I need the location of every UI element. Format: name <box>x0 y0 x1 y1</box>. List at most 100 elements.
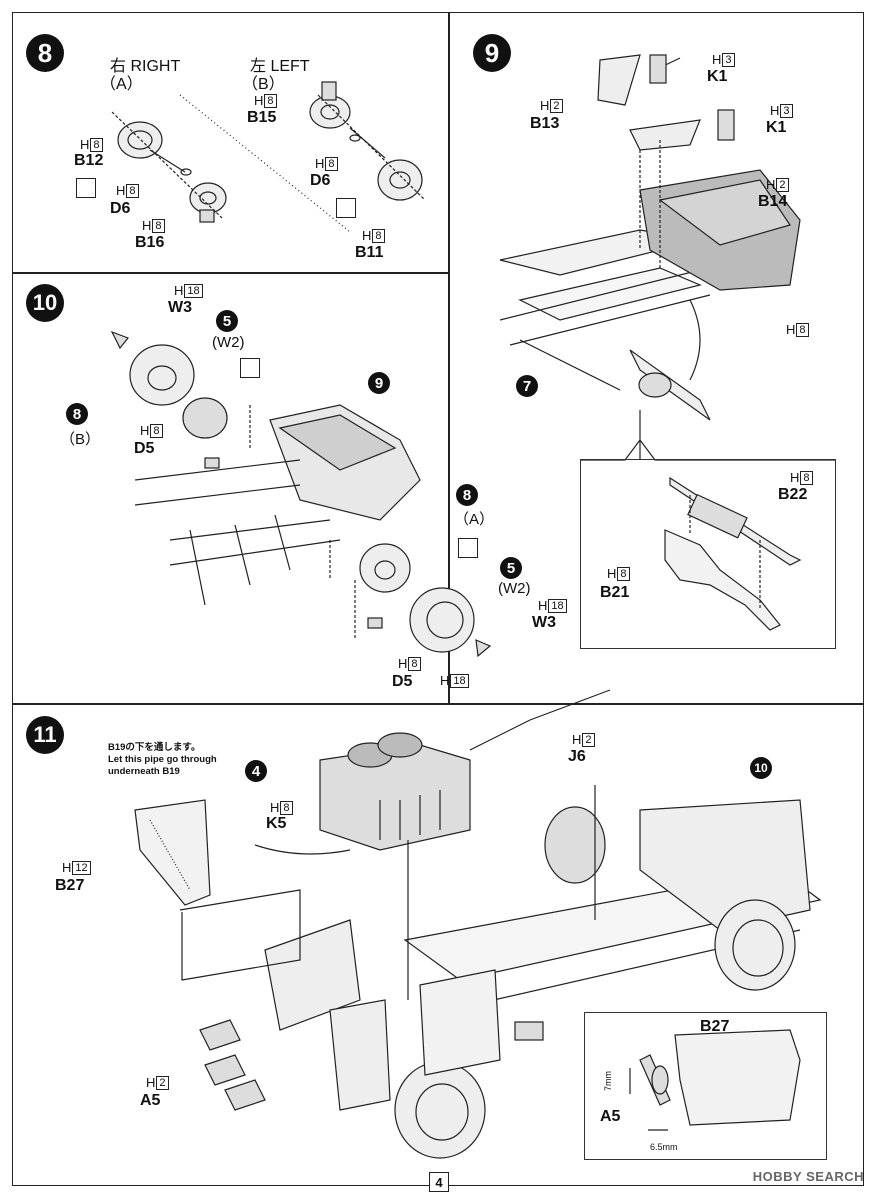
part-k5: K5 <box>266 815 287 832</box>
step-11-number: 11 <box>26 716 64 754</box>
part-b11: B11 <box>355 244 384 261</box>
part-b16: B16 <box>135 234 165 251</box>
runner-box: 8 <box>126 183 139 198</box>
divider-top-left <box>12 272 448 274</box>
part-j6: J6 <box>568 748 586 765</box>
ref-step-9: 9 <box>368 372 390 394</box>
runner-letter: H <box>146 1075 156 1090</box>
ref-step-5-bottom-sub: (W2) <box>498 580 531 597</box>
cement-icon <box>336 198 356 218</box>
part-a5: A5 <box>140 1092 161 1109</box>
step9-inset <box>580 459 836 649</box>
runner-letter: H <box>790 470 800 485</box>
runner-letter: H <box>254 93 264 108</box>
runner-box: 3 <box>722 52 735 67</box>
part-b21: B21 <box>600 584 630 601</box>
step-8-number: 8 <box>26 34 64 72</box>
runner-box: 8 <box>325 156 338 171</box>
runner-box: 18 <box>450 673 469 688</box>
runner-letter: H <box>116 183 126 198</box>
ref-step-7: 7 <box>516 375 538 397</box>
page-number: 4 <box>429 1172 449 1192</box>
runner-letter: H <box>540 98 550 113</box>
left-sub-label: （B） <box>242 76 285 93</box>
inset-part-a5: A5 <box>600 1108 621 1125</box>
runner-box: 8 <box>150 423 163 438</box>
ref-step-10: 10 <box>750 757 772 779</box>
runner-letter: H <box>572 732 582 747</box>
step9-chassis <box>499 54 801 421</box>
part-d5-top: D5 <box>134 440 155 457</box>
ref-step-8-a-sub: （A） <box>454 511 495 528</box>
step9-inset-drawing <box>580 410 835 631</box>
part-d6-right: D6 <box>110 200 131 217</box>
step8-right-hub <box>111 111 227 223</box>
runner-box: 8 <box>264 93 277 108</box>
runner-letter: H <box>786 322 796 337</box>
part-b13: B13 <box>530 115 560 132</box>
runner-letter: H <box>142 218 152 233</box>
runner-box: 18 <box>184 283 203 298</box>
divider-vertical <box>448 12 450 704</box>
runner-box: 2 <box>156 1075 169 1090</box>
part-k1-top: K1 <box>707 68 728 85</box>
runner-letter: H <box>270 800 280 815</box>
runner-box: 12 <box>72 860 91 875</box>
pipe-note: B19の下を通します。 Let this pipe go through und… <box>108 742 217 778</box>
part-b14: B14 <box>758 193 788 210</box>
step-9-number: 9 <box>473 34 511 72</box>
left-label: 左 LEFT <box>250 58 310 75</box>
runner-box: 8 <box>796 322 809 337</box>
runner-letter: H <box>362 228 372 243</box>
part-b15: B15 <box>247 109 277 126</box>
step-10-number: 10 <box>26 284 64 322</box>
ref-step-4: 4 <box>245 760 267 782</box>
right-label: 右 RIGHT <box>110 58 181 75</box>
step8-left-hub <box>179 81 426 233</box>
ref-step-8-b: 8 <box>66 403 88 425</box>
runner-letter: H <box>607 566 617 581</box>
pipe-note-en-2: underneath B19 <box>108 766 180 777</box>
runner-letter: H <box>62 860 72 875</box>
cement-icon <box>240 358 260 378</box>
runner-letter: H <box>538 598 548 613</box>
runner-box: 8 <box>408 656 421 671</box>
part-b22: B22 <box>778 486 808 503</box>
divider-middle <box>12 703 864 705</box>
runner-letter: H <box>440 673 450 688</box>
ref-step-5-top-sub: (W2) <box>212 334 245 351</box>
runner-box: 8 <box>90 137 103 152</box>
part-w3-top: W3 <box>168 299 192 316</box>
part-b27: B27 <box>55 877 85 894</box>
ref-step-5-bottom: 5 <box>500 557 522 579</box>
cement-icon <box>458 538 478 558</box>
part-d6-left: D6 <box>310 172 331 189</box>
runner-box: 18 <box>548 598 567 613</box>
dimension-6-5mm: 6.5mm <box>650 1142 678 1152</box>
cement-icon <box>76 178 96 198</box>
runner-box: 2 <box>776 177 789 192</box>
right-sub-label: （A） <box>100 76 143 93</box>
ref-step-8-b-sub: （B） <box>60 431 101 448</box>
runner-letter: H <box>770 103 780 118</box>
step11-inset-drawing <box>629 1029 801 1131</box>
part-d5-bottom: D5 <box>392 673 413 690</box>
runner-letter: H <box>80 137 90 152</box>
